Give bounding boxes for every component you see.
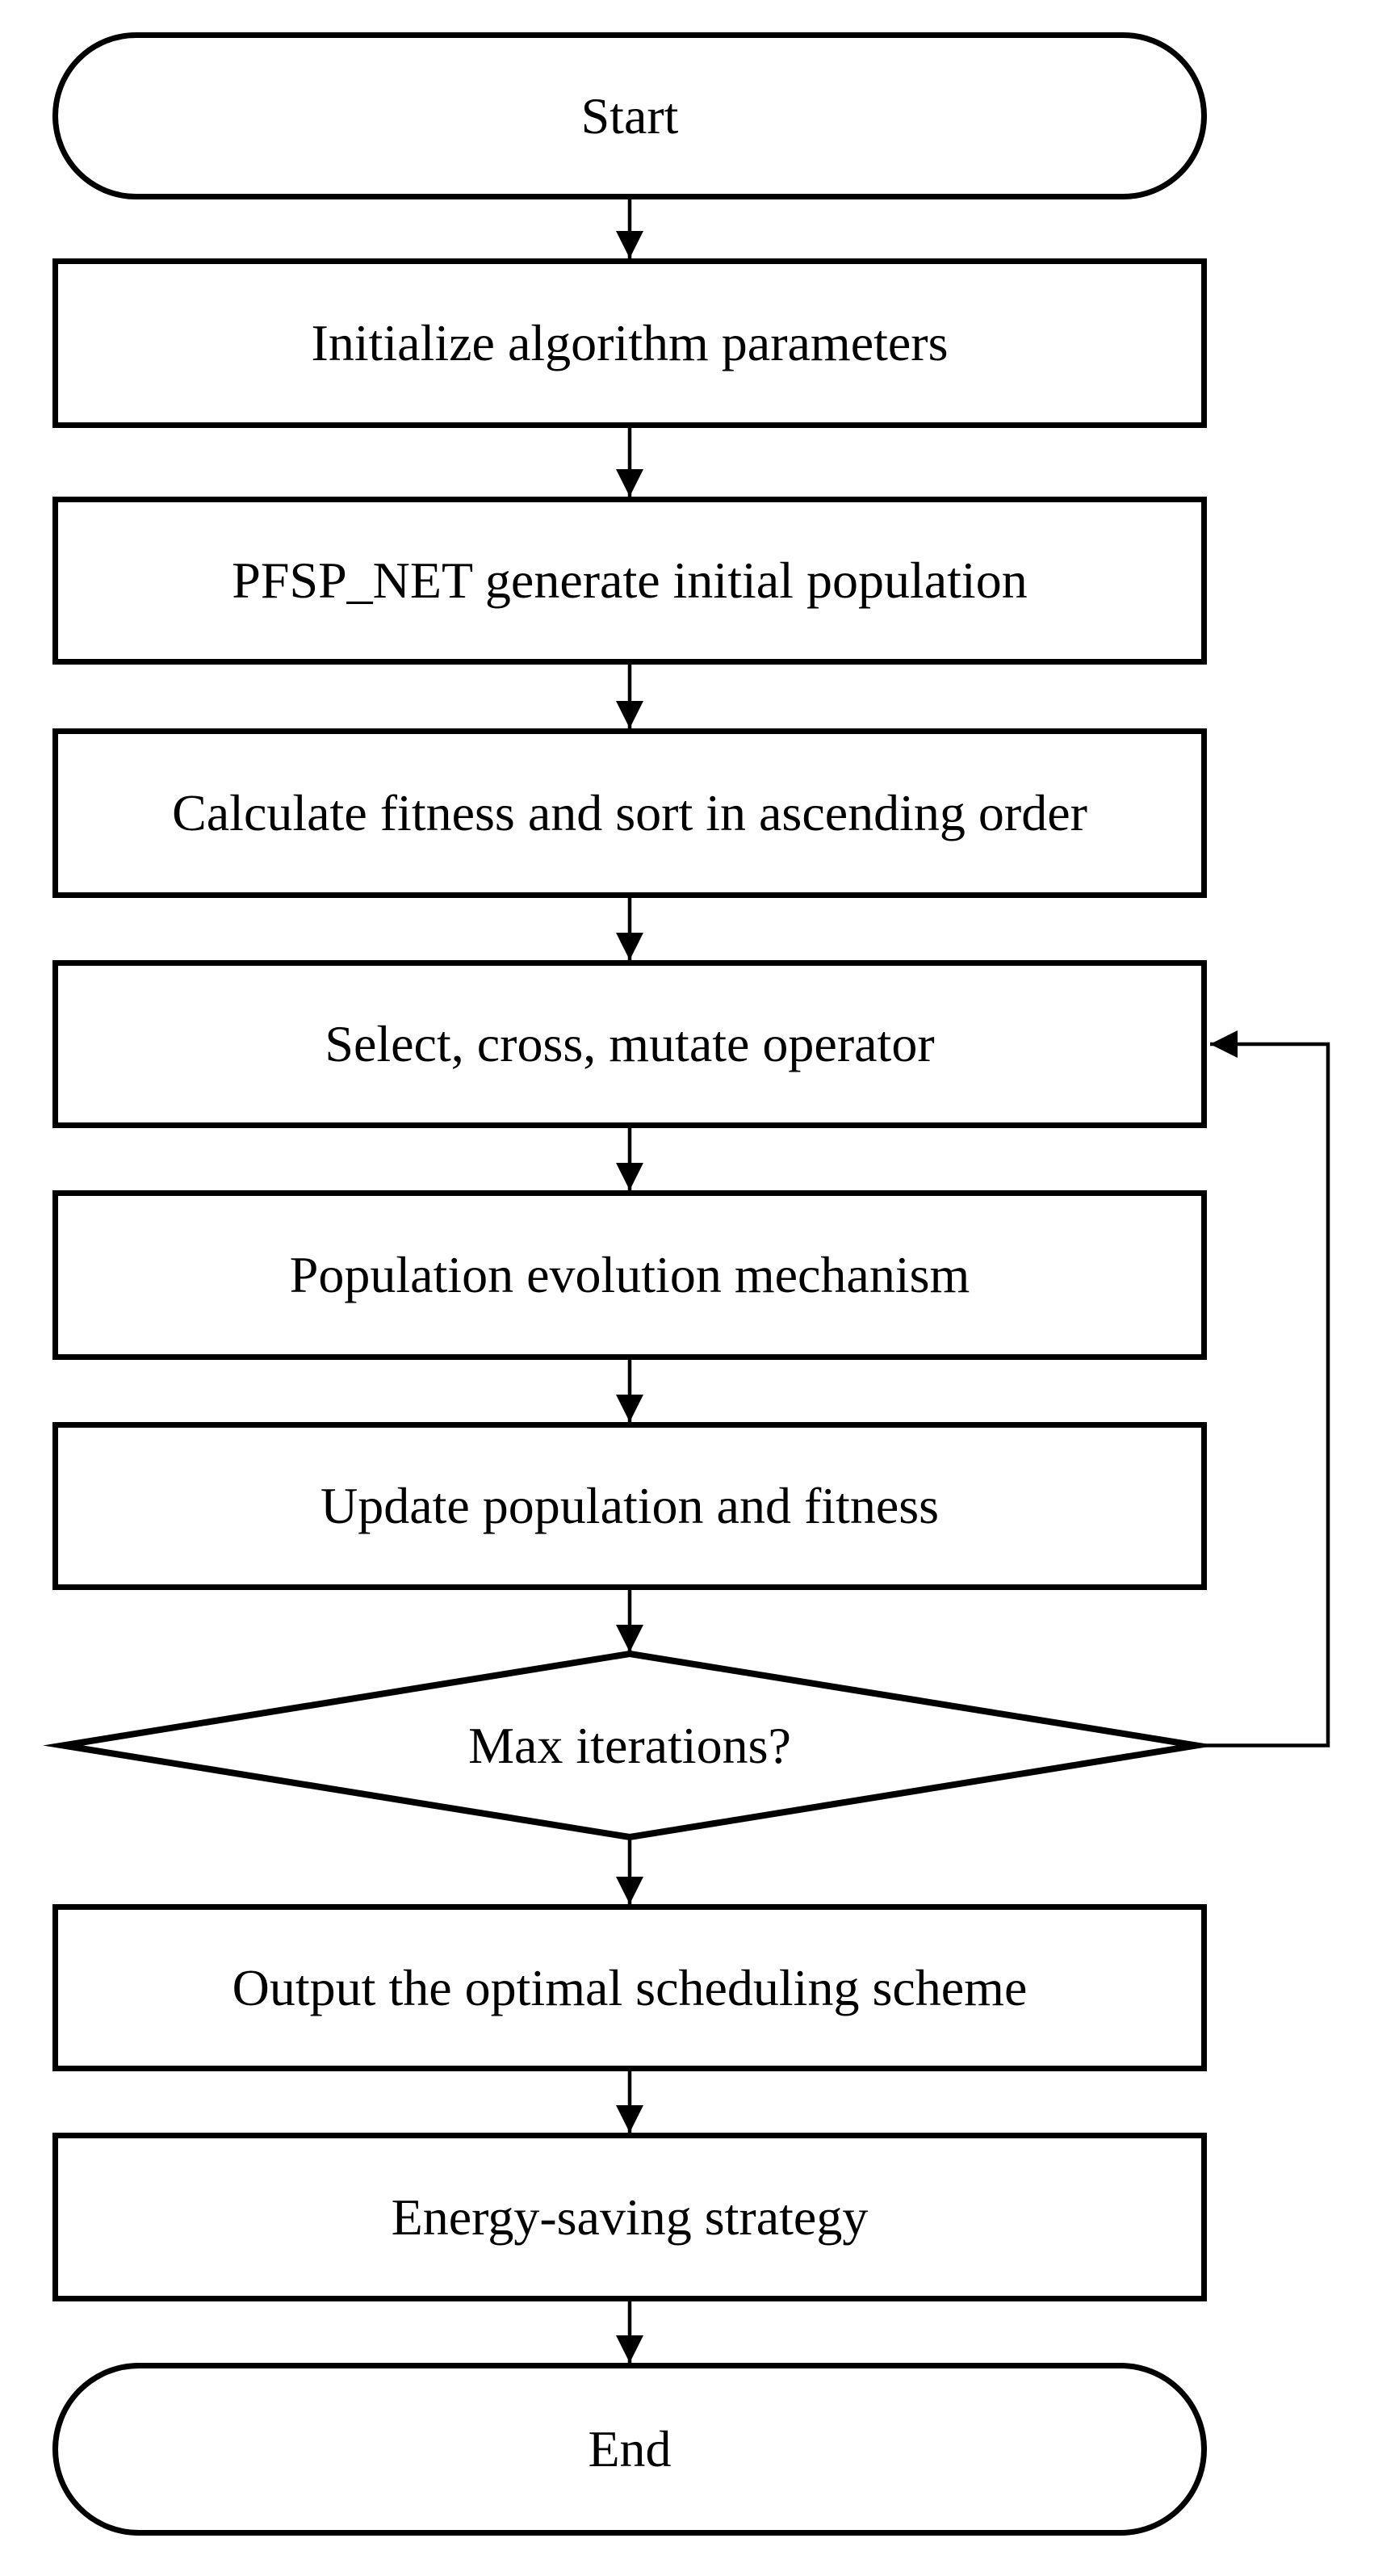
- node-end-label: End: [588, 2420, 672, 2478]
- node-energy-saving-strategy-label: Energy-saving strategy: [391, 2188, 869, 2246]
- node-end: End: [52, 2363, 1207, 2536]
- node-energy-saving-strategy: Energy-saving strategy: [52, 2133, 1207, 2301]
- node-pfsp-net-initial-population: PFSP_NET generate initial population: [52, 497, 1207, 665]
- node-select-cross-mutate: Select, cross, mutate operator: [52, 960, 1207, 1128]
- node-output-optimal-scheme-label: Output the optimal scheduling scheme: [232, 1958, 1028, 2016]
- decision-diamond-shape: [42, 1650, 1217, 1841]
- node-initialize-parameters: Initialize algorithm parameters: [52, 258, 1207, 428]
- node-pfsp-net-initial-population-label: PFSP_NET generate initial population: [232, 552, 1028, 610]
- node-update-population-fitness-label: Update population and fitness: [320, 1477, 940, 1535]
- node-max-iterations: Max iterations?: [52, 1654, 1207, 1837]
- node-output-optimal-scheme: Output the optimal scheduling scheme: [52, 1904, 1207, 2071]
- node-max-iterations-label: Max iterations?: [468, 1716, 791, 1774]
- node-select-cross-mutate-label: Select, cross, mutate operator: [325, 1015, 935, 1073]
- node-calculate-fitness-sort: Calculate fitness and sort in ascending …: [52, 728, 1207, 898]
- node-calculate-fitness-sort-label: Calculate fitness and sort in ascending …: [172, 784, 1087, 842]
- node-population-evolution-label: Population evolution mechanism: [289, 1246, 970, 1304]
- node-start: Start: [52, 32, 1207, 199]
- node-update-population-fitness: Update population and fitness: [52, 1422, 1207, 1590]
- node-initialize-parameters-label: Initialize algorithm parameters: [311, 314, 949, 372]
- node-start-label: Start: [580, 86, 679, 145]
- node-population-evolution: Population evolution mechanism: [52, 1190, 1207, 1360]
- edge-loop-back-to-select: [1195, 1030, 1330, 1747]
